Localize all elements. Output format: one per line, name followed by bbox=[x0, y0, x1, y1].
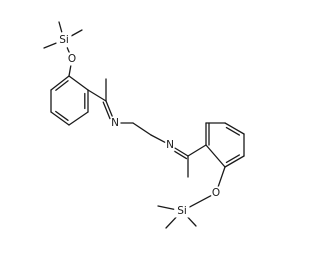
atom-label-background bbox=[174, 204, 190, 218]
single-bond-si2-c4 bbox=[157, 205, 175, 210]
atom-label-background bbox=[165, 138, 175, 152]
single-bond-si2-c6 bbox=[165, 216, 177, 229]
single-bond-ch1-ch2 bbox=[132, 122, 152, 136]
atom-label-background bbox=[56, 33, 72, 47]
single-bond-si1-c3 bbox=[58, 21, 63, 33]
single-bond-b6-o2 bbox=[217, 166, 226, 188]
single-bond-cim2-b1 bbox=[187, 144, 207, 157]
atom-label-si1: Si bbox=[59, 34, 69, 46]
bond-layer bbox=[43, 21, 245, 229]
double-bond-a3-a4-inner bbox=[55, 110, 69, 121]
single-bond-b6-b1 bbox=[205, 144, 226, 168]
single-bond-a4-a5 bbox=[68, 111, 89, 126]
double-bond-a1-a2-inner bbox=[55, 80, 69, 91]
atom-label-o2: O bbox=[212, 187, 220, 199]
double-bond-n2-cim2 bbox=[174, 147, 189, 157]
double-bond-b5-b6 bbox=[224, 155, 245, 168]
double-bond-a1-a2 bbox=[50, 75, 70, 91]
double-bond-a3-a4 bbox=[50, 111, 70, 126]
atom-si1: Si bbox=[56, 33, 72, 47]
atom-o1: O bbox=[67, 52, 77, 66]
double-bond-cim1-n1-second bbox=[102, 101, 111, 120]
atom-label-background bbox=[110, 116, 120, 130]
atom-label-background bbox=[211, 186, 221, 200]
single-bond-a6-cim1 bbox=[87, 89, 107, 102]
double-bond-b5-b6-inner bbox=[225, 154, 241, 164]
atom-o2: O bbox=[211, 186, 221, 200]
atom-label-o1: O bbox=[68, 53, 76, 65]
single-bond-o1-a1 bbox=[68, 64, 72, 77]
double-bond-b3-b4-inner bbox=[225, 126, 241, 136]
single-bond-a6-a1 bbox=[68, 75, 89, 91]
single-bond-o2-si2 bbox=[188, 195, 212, 208]
single-bond-si1-c2 bbox=[70, 29, 83, 37]
single-bond-ch2-n2 bbox=[150, 134, 166, 143]
atom-n1: N bbox=[110, 116, 120, 130]
double-bond-b3-b4 bbox=[224, 122, 245, 135]
double-bond-cim1-n1 bbox=[105, 100, 114, 119]
single-bond-si2-c5 bbox=[187, 216, 197, 227]
atom-n2: N bbox=[165, 138, 175, 152]
atom-label-n1: N bbox=[111, 117, 119, 129]
double-bond-n2-cim2-second bbox=[172, 150, 188, 160]
atom-si2: Si bbox=[174, 204, 190, 218]
atom-label-n2: N bbox=[166, 139, 174, 151]
single-bond-si1-c1 bbox=[43, 42, 57, 49]
atom-label-background bbox=[67, 52, 77, 66]
atom-label-si2: Si bbox=[177, 205, 187, 217]
